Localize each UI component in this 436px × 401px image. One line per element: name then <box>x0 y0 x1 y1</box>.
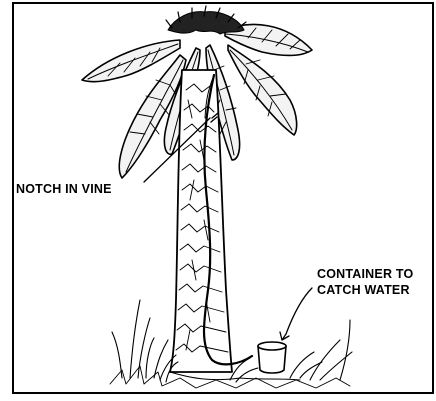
container-leader-line <box>282 288 312 340</box>
container-label-line1: CONTAINER TO <box>317 266 413 282</box>
grass-icon <box>110 300 352 388</box>
palm-tree-icon <box>82 6 352 388</box>
frond-right-middle <box>228 45 297 135</box>
container-label: CONTAINER TO CATCH WATER <box>317 266 413 298</box>
notch-label: NOTCH IN VINE <box>16 181 112 197</box>
water-container-icon <box>258 342 286 373</box>
container-label-line2: CATCH WATER <box>317 282 413 298</box>
